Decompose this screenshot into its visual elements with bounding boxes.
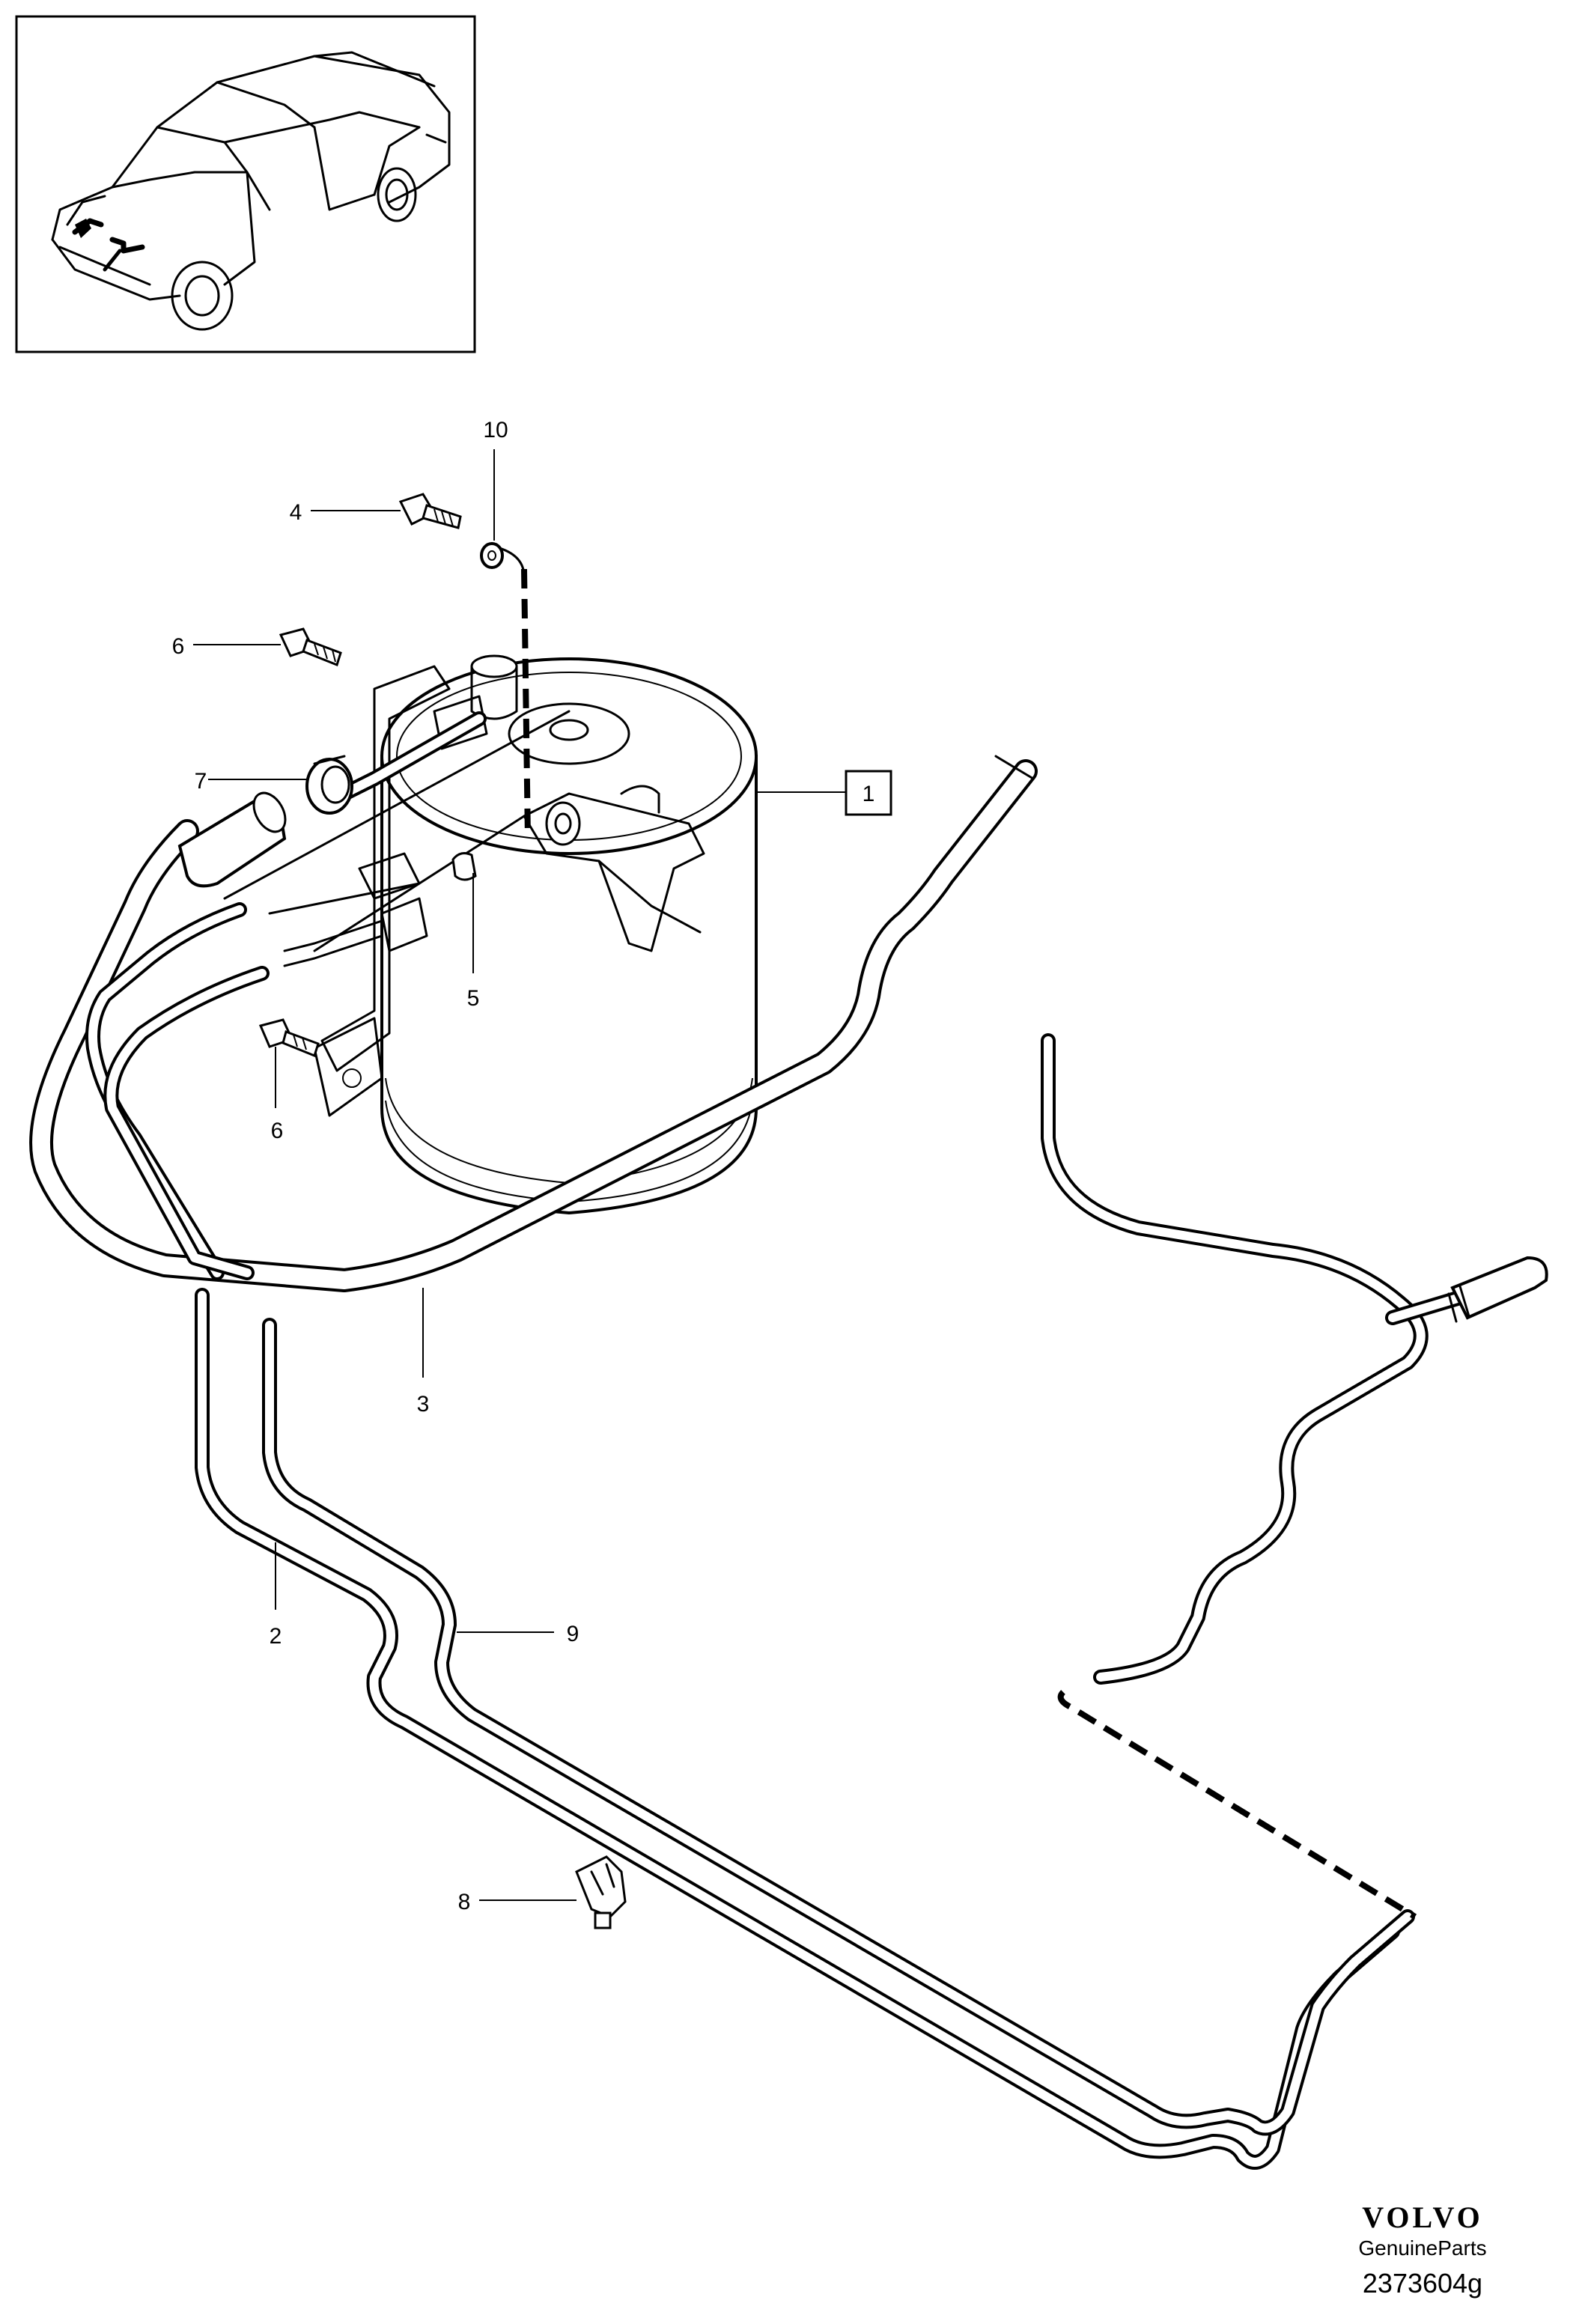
callout-6-lower: 6: [271, 1119, 284, 1143]
callout-2: 2: [270, 1624, 282, 1649]
callout-box-1: [845, 770, 892, 816]
locator-inset: [15, 15, 476, 353]
pipe-3: [29, 755, 1038, 1292]
callout-3: 3: [417, 1392, 430, 1417]
callout-10: 10: [483, 418, 508, 442]
pipe-2-and-9: [195, 1288, 1415, 2170]
pipe-inner: [85, 902, 270, 1280]
callout-1: 1: [863, 782, 875, 806]
diagram-code: 2373604g: [1363, 2268, 1482, 2299]
pipe-right: [1041, 1033, 1548, 1685]
callout-9: 9: [567, 1622, 579, 1646]
clip-part-5: [451, 852, 477, 881]
callout-8: 8: [458, 1890, 471, 1914]
fasteners: [258, 493, 627, 1929]
washer-part-10: [480, 542, 504, 569]
volvo-logo-text: VOLVO: [1362, 2200, 1482, 2234]
callout-4: 4: [290, 500, 302, 525]
screw-part-6-lower: [258, 1018, 320, 1058]
genuine-parts-label: GenuineParts: [1358, 2236, 1486, 2260]
callout-6-upper: 6: [172, 634, 185, 659]
screw-part-4: [398, 493, 462, 529]
clip-part-8: [575, 1855, 627, 1929]
clamp-part-7: [305, 755, 353, 815]
callouts: 1 2 3 4 5 6 6 7 8 9 10: [172, 418, 892, 1914]
car-outline: [51, 51, 451, 331]
callout-5: 5: [467, 986, 480, 1011]
callout-7: 7: [195, 769, 207, 794]
leader-lines: [193, 449, 846, 1901]
screw-part-6-upper: [279, 627, 342, 666]
branding: VOLVO GenuineParts 2373604g: [1358, 2200, 1486, 2299]
